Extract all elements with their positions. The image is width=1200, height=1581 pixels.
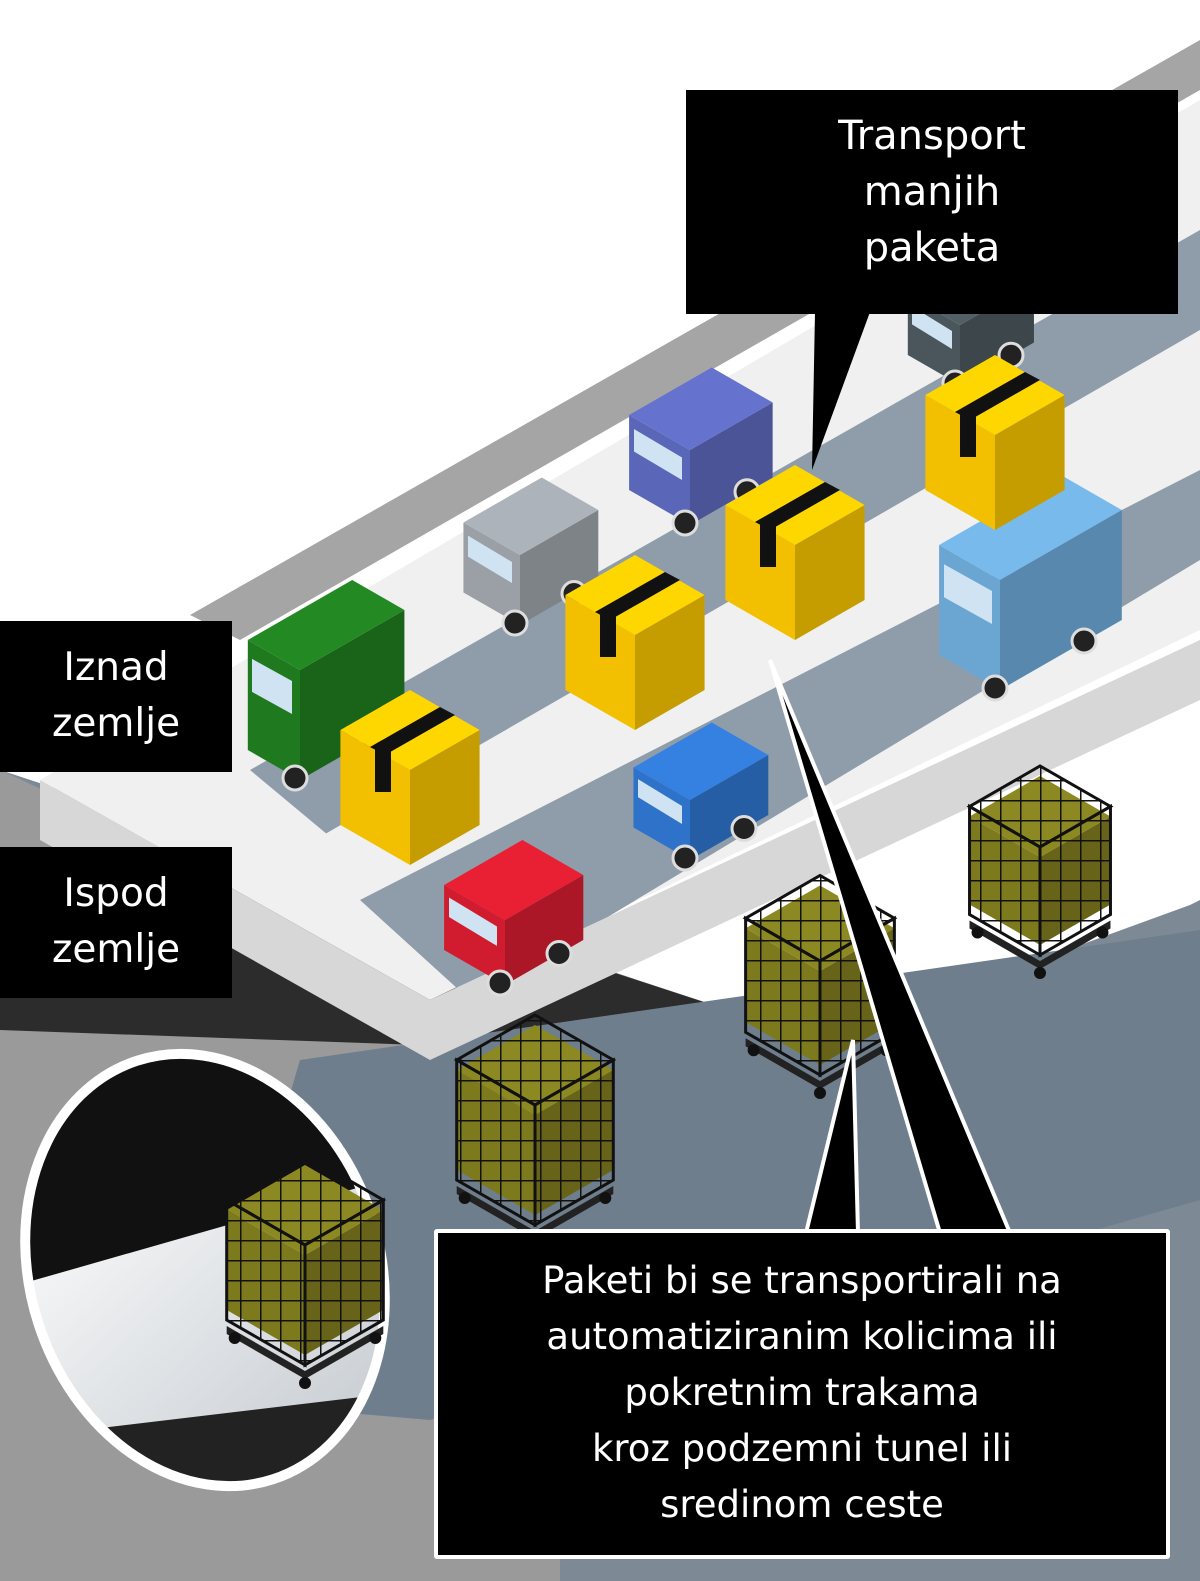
top-callout-line-3: paketa [863,225,1001,271]
above-ground-line-1: Iznad [63,645,169,690]
bottom-callout-line-4: kroz podzemni tunel ili [591,1427,1013,1470]
vehicle-truck-1 [247,580,405,792]
vehicles-group [247,252,1122,997]
package-box-1 [340,690,480,865]
above-ground-line-2: zemlje [51,701,181,746]
caged-cart-4 [223,1153,387,1389]
caged-cart-3 [966,764,1114,979]
vehicle-truck-2 [939,475,1122,702]
vehicle-car-7 [444,840,584,997]
top-callout-pointer [812,312,870,470]
bottom-callout-line-2: automatiziranim kolicima ili [546,1315,1058,1358]
below-ground-line-1: Ispod [63,871,169,916]
top-callout-line-2: manjih [863,169,1001,215]
road-boxes-group [340,355,1065,865]
package-box-4 [925,355,1065,530]
bottom-callout: Paketi bi se transportirali na automatiz… [434,1229,1170,1559]
vehicle-van-3 [629,367,773,537]
below-ground-line-2: zemlje [51,927,181,972]
top-callout-line-1: Transport [838,113,1026,159]
package-box-2 [565,555,705,730]
road-front-face [40,640,1200,1060]
below-ground-label: Ispod zemlje [0,847,232,998]
caged-cart-1 [453,1013,617,1249]
bottom-callout-line-1: Paketi bi se transportirali na [542,1259,1062,1302]
bottom-callout-line-5: sredinom ceste [660,1483,944,1526]
tunnel-carts-group [223,764,1114,1389]
above-ground-label: Iznad zemlje [0,621,232,772]
bottom-callout-line-3: pokretnim trakama [624,1371,980,1414]
top-callout: Transport manjih paketa [686,90,1178,314]
vehicle-car-6 [633,722,769,872]
package-box-3 [725,465,865,640]
